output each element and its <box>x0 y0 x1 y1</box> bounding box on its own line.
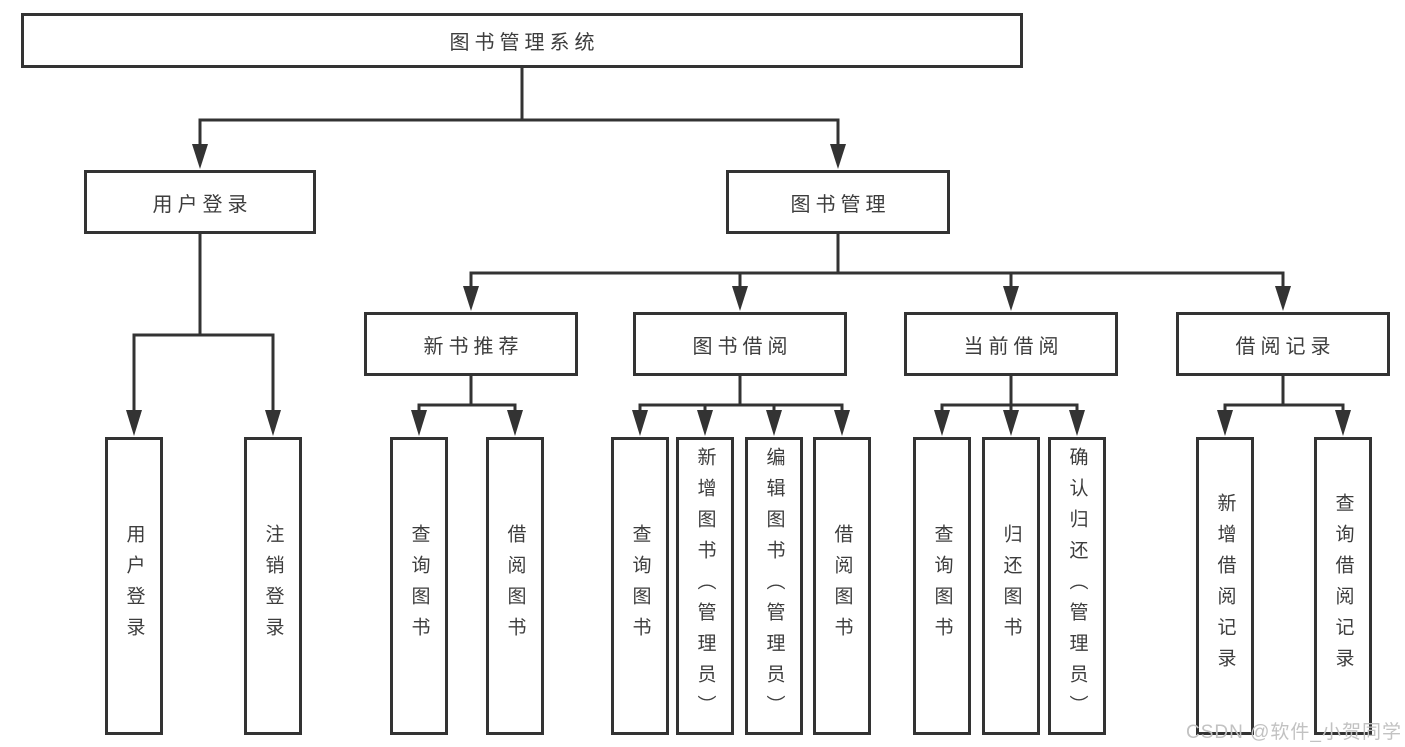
node-label: 当前借阅 <box>963 335 1064 358</box>
leaf-label: 用户登录 <box>123 524 145 648</box>
leaf-label: 新增图书（管理员） <box>694 446 716 726</box>
leaf-label: 查询图书 <box>408 524 430 648</box>
leaf-edit-books-admin: 编辑图书（管理员） <box>745 437 803 735</box>
node-label: 图书管理系统 <box>449 32 600 54</box>
leaf-borrow-books: 借阅图书 <box>486 437 544 735</box>
leaf-query-borrow-record: 查询借阅记录 <box>1314 437 1372 735</box>
leaf-return-books: 归还图书 <box>982 437 1040 735</box>
leaf-label: 注销登录 <box>262 524 284 648</box>
node-label: 新书推荐 <box>423 335 524 358</box>
node-label: 用户登录 <box>152 193 253 216</box>
leaf-query-books: 查询图书 <box>390 437 448 735</box>
node-label: 图书借阅 <box>692 335 793 358</box>
leaf-label: 新增借阅记录 <box>1214 493 1236 679</box>
node-book-borrow: 图书借阅 <box>633 312 847 376</box>
leaf-label: 查询图书 <box>629 524 651 648</box>
node-book-management: 图书管理 <box>726 170 950 234</box>
leaf-user-login: 用户登录 <box>105 437 163 735</box>
leaf-label: 编辑图书（管理员） <box>763 446 785 726</box>
leaf-query-books: 查询图书 <box>611 437 669 735</box>
leaf-label: 归还图书 <box>1000 524 1022 648</box>
leaf-label: 确认归还（管理员） <box>1066 446 1088 726</box>
leaf-borrow-books: 借阅图书 <box>813 437 871 735</box>
leaf-add-borrow-record: 新增借阅记录 <box>1196 437 1254 735</box>
node-label: 图书管理 <box>790 193 891 216</box>
leaf-label: 借阅图书 <box>504 524 526 648</box>
node-label: 借阅记录 <box>1235 335 1336 358</box>
node-new-book-recommend: 新书推荐 <box>364 312 578 376</box>
node-borrow-record: 借阅记录 <box>1176 312 1390 376</box>
leaf-label: 查询借阅记录 <box>1332 493 1354 679</box>
leaf-label: 查询图书 <box>931 524 953 648</box>
csdn-watermark: CSDN @软件_小贺同学 <box>1186 722 1402 743</box>
leaf-label: 借阅图书 <box>831 524 853 648</box>
node-user-login: 用户登录 <box>84 170 316 234</box>
leaf-add-books-admin: 新增图书（管理员） <box>676 437 734 735</box>
node-current-borrow: 当前借阅 <box>904 312 1118 376</box>
leaf-confirm-return-admin: 确认归还（管理员） <box>1048 437 1106 735</box>
leaf-query-books: 查询图书 <box>913 437 971 735</box>
node-library-system: 图书管理系统 <box>21 13 1023 68</box>
leaf-logout: 注销登录 <box>244 437 302 735</box>
